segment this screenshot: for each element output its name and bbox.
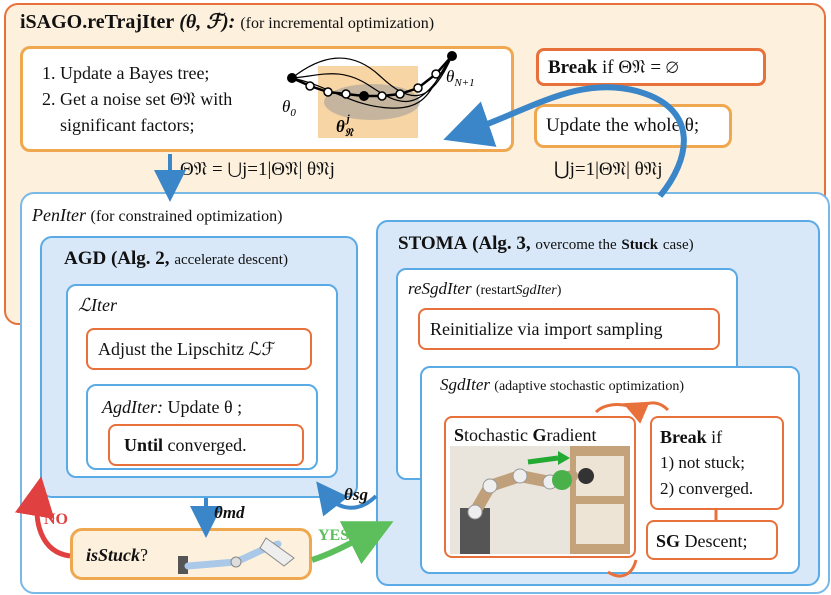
no-label: NO bbox=[44, 511, 68, 528]
formula-right: ⋃j=1|Θ𝔑| θ𝔑j bbox=[554, 159, 663, 180]
arrow-theta-sg bbox=[316, 481, 378, 517]
sgd-loop-bottom bbox=[607, 559, 638, 578]
sgd-loop-top bbox=[594, 401, 650, 424]
adjust-lipschitz-box bbox=[86, 328, 312, 370]
yes-label: YES bbox=[318, 527, 350, 544]
header-title-row: iSAGO.reTrajIter (θ, ℱ): (for incrementa… bbox=[20, 12, 434, 32]
trajectory-illustration: θ0 θN+1 θ𝔑j bbox=[282, 51, 475, 139]
gradient-target bbox=[552, 470, 572, 490]
gradient-arrow-head bbox=[558, 451, 570, 465]
adjust-lipschitz-text: Adjust the Lipschitz ℒℱ bbox=[98, 339, 276, 359]
traj-end-node bbox=[447, 51, 457, 61]
header-args: (θ, ℱ): bbox=[179, 11, 236, 33]
sg-descent-box bbox=[646, 520, 778, 560]
theta-sg-label: θsg bbox=[344, 485, 368, 504]
traj-mid-node bbox=[359, 91, 369, 101]
until-converged-box bbox=[108, 424, 304, 466]
stochastic-gradient-title: Stochastic Gradient bbox=[454, 425, 597, 445]
reinitialize-text: Reinitialize via import sampling bbox=[430, 319, 663, 339]
update-line-3: significant factors; bbox=[60, 115, 195, 135]
traj-start-node bbox=[287, 73, 297, 83]
traj-main bbox=[291, 55, 453, 98]
isstuck-text: isStuck? bbox=[86, 545, 149, 565]
stoma-title: STOMA (Alg. 3, overcome the Stuck case) bbox=[398, 233, 694, 254]
break-condition-2: 2) converged. bbox=[660, 479, 754, 498]
update-bayes-box bbox=[20, 46, 514, 152]
sgditer-title: SgdIter (adaptive stochastic optimizatio… bbox=[440, 375, 685, 394]
gripper bbox=[578, 468, 594, 484]
traj-nodes bbox=[305, 69, 441, 101]
break-condition-box bbox=[650, 416, 784, 510]
update-whole-text: Update the whole θ; bbox=[546, 115, 700, 136]
robot-arm-illustration bbox=[450, 446, 630, 554]
theta-md-label: θmd bbox=[214, 503, 245, 522]
formula-left: Θ𝔑 = ⋃j=1|Θ𝔑| θ𝔑j bbox=[180, 159, 335, 180]
robot-arm-icon bbox=[178, 537, 295, 574]
header-title: iSAGO.reTrajIter bbox=[20, 11, 175, 33]
arrow-loop-top bbox=[443, 84, 687, 198]
agd-title: AGD (Alg. 2, accelerate descent) bbox=[64, 248, 288, 269]
break-condition-title: Break if bbox=[660, 427, 723, 447]
sg-descent-text: SG Descent; bbox=[656, 531, 748, 551]
peniter-title: PenIter (for constrained optimization) bbox=[32, 205, 283, 225]
break-condition-1: 1) not stuck; bbox=[660, 453, 745, 472]
until-converged-text: Until converged. bbox=[124, 435, 247, 455]
liter-title: ℒIter bbox=[78, 295, 117, 315]
reinitialize-box bbox=[418, 308, 720, 350]
agditer-title: AgdIter: Update θ ; bbox=[102, 397, 243, 417]
traj-line-c bbox=[291, 55, 453, 103]
sgd-loop-right bbox=[639, 401, 670, 412]
gradient-arrow bbox=[527, 455, 559, 465]
update-whole-box bbox=[534, 104, 732, 148]
resgditer-title: reSgdIter (restartSgdIter) bbox=[408, 279, 562, 298]
header-subtitle: (for incremental optimization) bbox=[240, 15, 435, 32]
break-empty-text: Break if Θ𝔑 = ∅ bbox=[548, 57, 679, 78]
robot-joints bbox=[467, 468, 558, 520]
update-line-2: 2. Get a noise set Θ𝔑 with bbox=[42, 89, 233, 109]
arrow-no bbox=[14, 476, 71, 559]
arrow-yes bbox=[311, 521, 394, 565]
break-empty-box bbox=[536, 48, 766, 86]
update-line-1: 1. Update a Bayes tree; bbox=[42, 63, 210, 83]
